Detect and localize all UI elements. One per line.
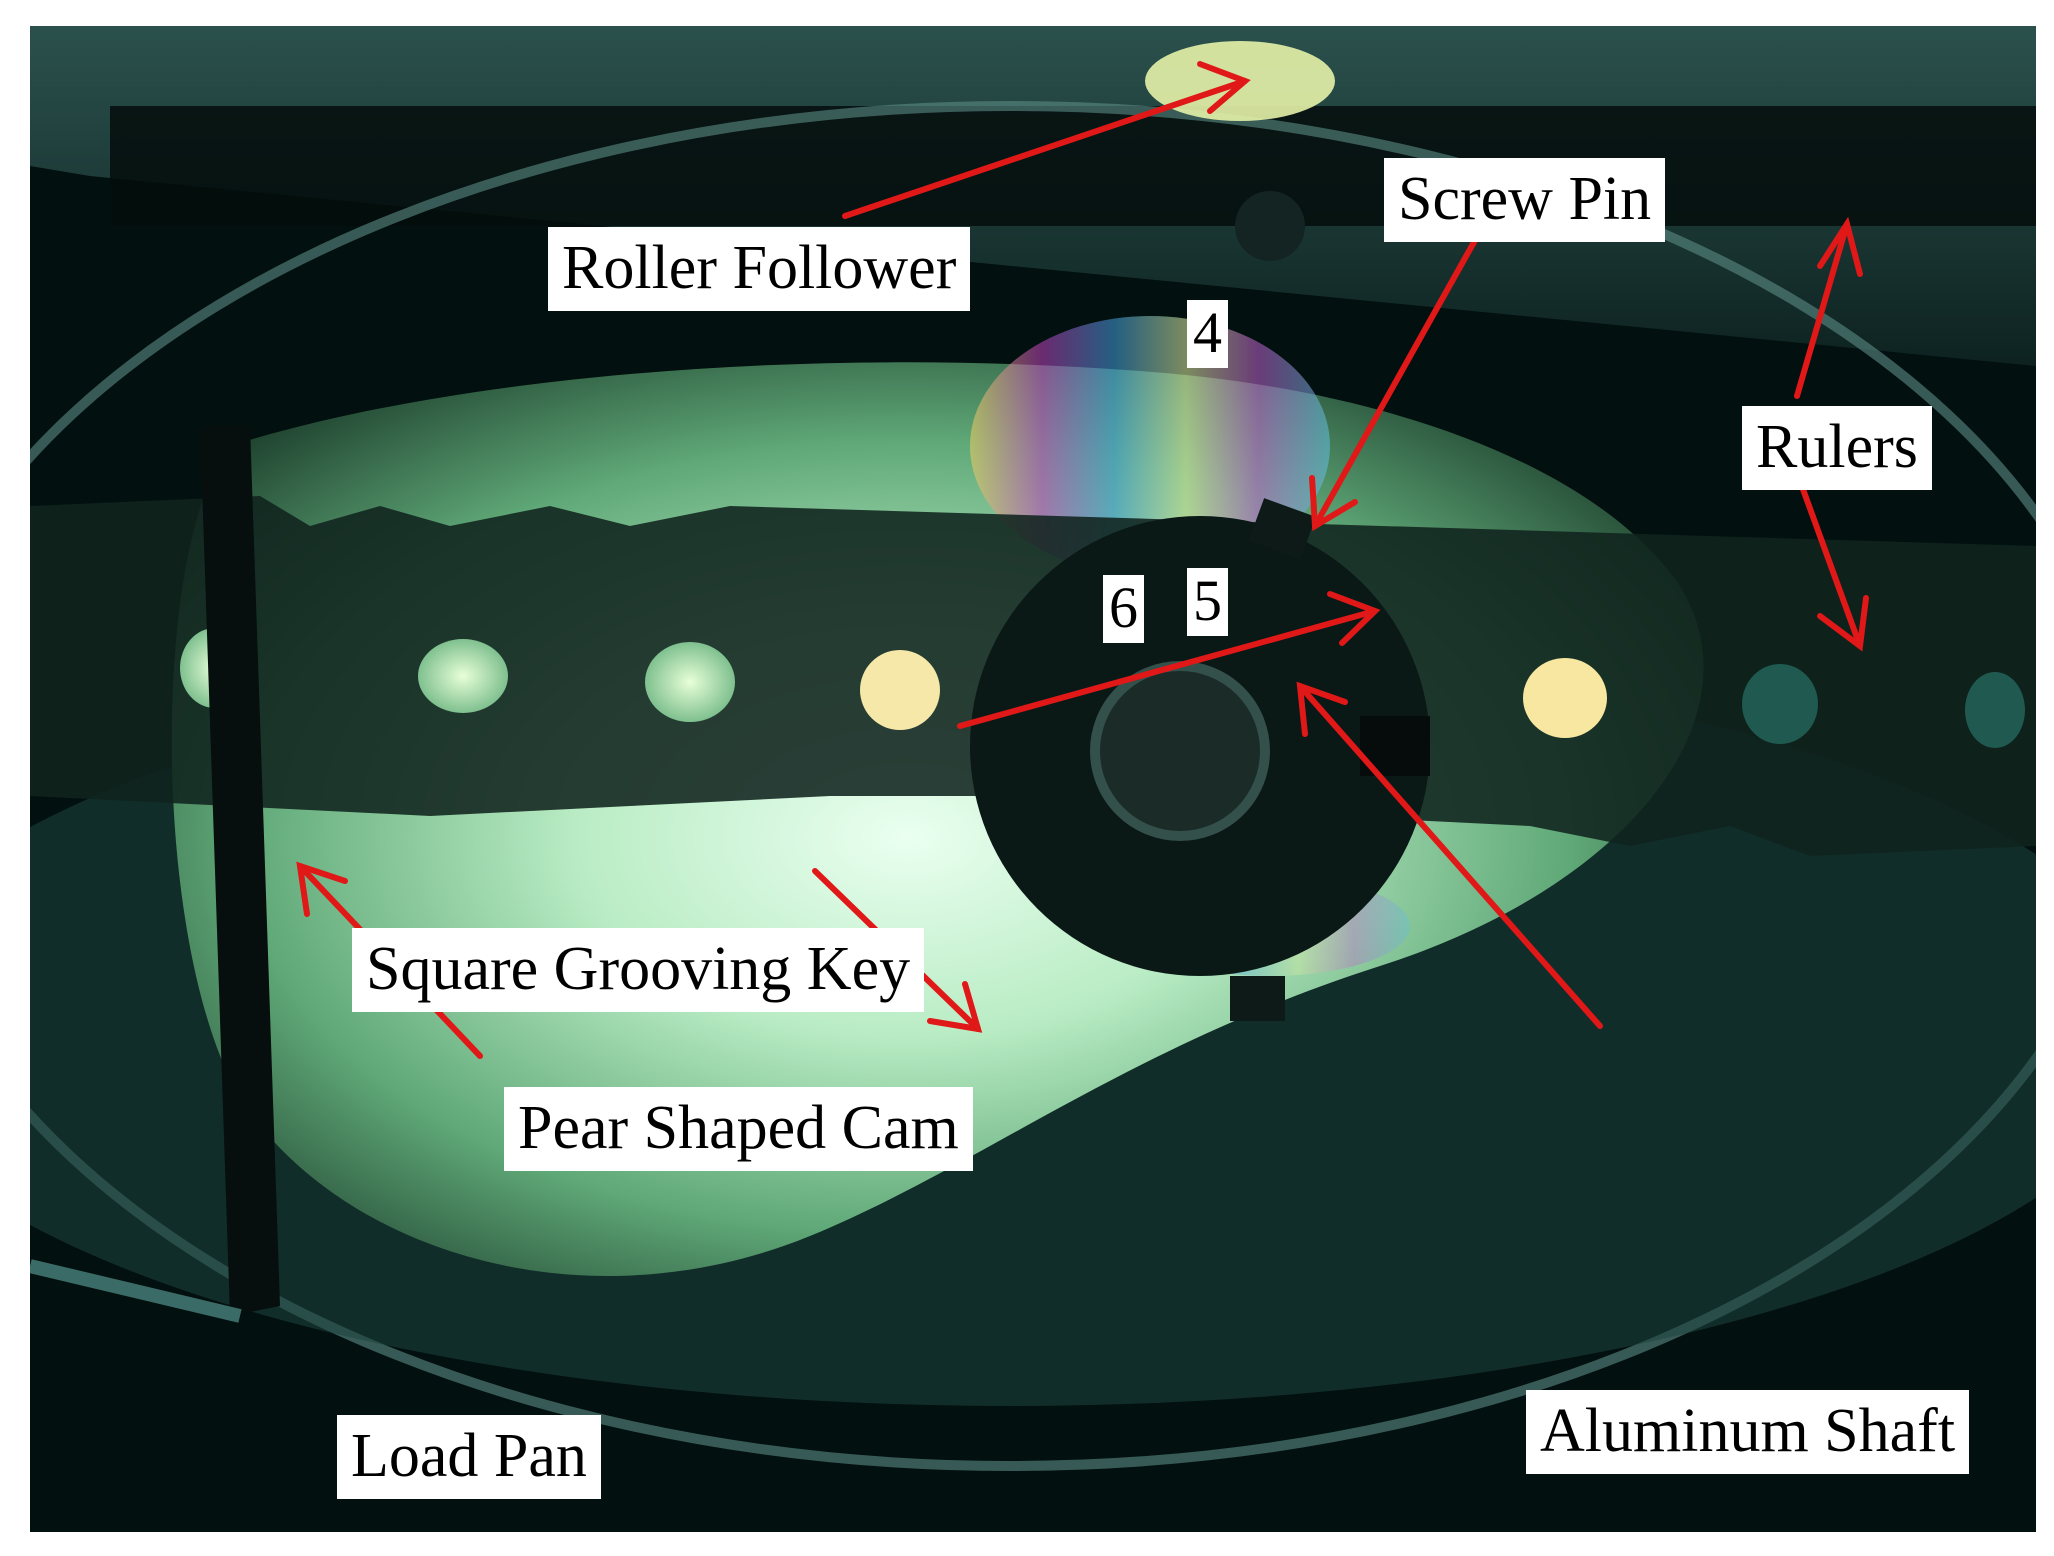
label-square-grooving-key: Square Grooving Key bbox=[352, 928, 925, 1012]
arrow-rulers-down bbox=[1797, 478, 1863, 649]
arrowhead bbox=[1817, 595, 1869, 652]
arrow-screw-pin bbox=[1312, 223, 1486, 529]
arrowhead bbox=[1817, 216, 1863, 277]
label-aluminum-shaft: Aluminum Shaft bbox=[1526, 1390, 1970, 1474]
arrowhead bbox=[1197, 61, 1251, 114]
arrowhead bbox=[296, 861, 348, 917]
fringe-pattern bbox=[970, 316, 1330, 576]
outer-disk bbox=[30, 101, 2036, 1471]
ruler-hole bbox=[645, 642, 735, 722]
point-6: 6 bbox=[1103, 575, 1144, 643]
label-rulers: Rulers bbox=[1742, 406, 1932, 490]
screw-pin bbox=[1248, 498, 1316, 560]
arrow-roller-follower bbox=[842, 78, 1248, 219]
load-pan-rope bbox=[30, 1259, 242, 1323]
ruler-hole bbox=[1965, 672, 2025, 748]
aluminum-shaft bbox=[1090, 661, 1270, 841]
arrowhead bbox=[1327, 591, 1381, 646]
bottom-pin bbox=[1230, 976, 1285, 1021]
photo bbox=[30, 26, 2036, 1532]
arrow-rulers-up bbox=[1794, 221, 1850, 399]
ruler-hole bbox=[1523, 658, 1607, 738]
ruler-hole bbox=[1742, 664, 1818, 744]
arrow-aluminum-shaft bbox=[1297, 683, 1603, 1029]
arrowhead bbox=[1309, 475, 1358, 532]
ruler-hole bbox=[418, 639, 508, 713]
ruler-hole bbox=[860, 650, 940, 730]
label-screw-pin: Screw Pin bbox=[1384, 158, 1666, 242]
arrowhead bbox=[927, 981, 983, 1033]
point-5: 5 bbox=[1187, 568, 1228, 636]
follower-pin bbox=[1235, 191, 1305, 261]
arrow-square-grooving-key bbox=[957, 608, 1378, 729]
top-dark-bar bbox=[110, 106, 2036, 226]
arrowhead bbox=[1296, 681, 1348, 737]
point-4: 4 bbox=[1187, 300, 1228, 368]
label-roller-follower: Roller Follower bbox=[548, 227, 971, 311]
label-load-pan: Load Pan bbox=[337, 1415, 601, 1499]
label-pear-shaped-cam: Pear Shaped Cam bbox=[504, 1087, 973, 1171]
load-pan-hanger bbox=[200, 426, 280, 1316]
